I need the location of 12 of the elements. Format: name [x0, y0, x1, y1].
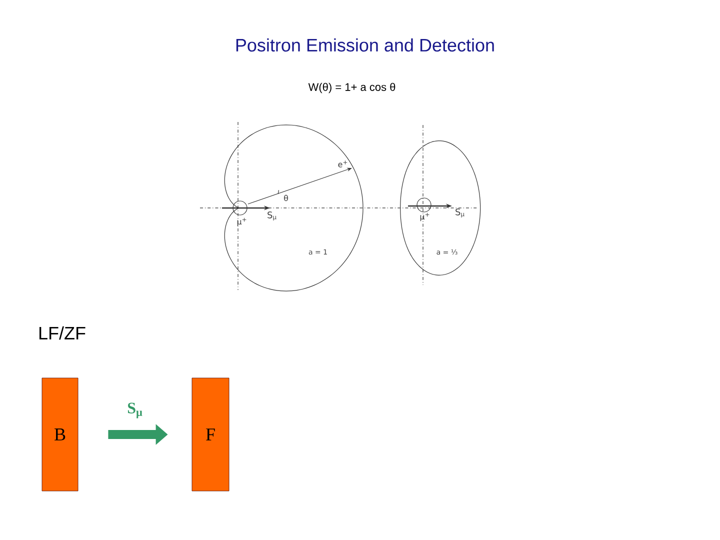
plot-label: μ$^{+}$ [237, 218, 246, 226]
formula: W(θ) = 1+ a cos θ [308, 82, 396, 94]
plot-label: μ$^{+}$ [420, 212, 430, 222]
detector-box: F [192, 378, 230, 492]
edge-label: S$_{μ}$ [128, 402, 142, 418]
plot-label: e$^{+}$ [338, 160, 348, 168]
plot-label: S$_{μ}$ [456, 208, 464, 218]
plot-label: S$_{μ}$ [268, 212, 276, 220]
title: Positron Emission and Detection [236, 38, 494, 52]
detector-box: B [42, 378, 78, 492]
section-label: LF/ZF [39, 326, 86, 340]
plot-label: θ [284, 194, 288, 202]
